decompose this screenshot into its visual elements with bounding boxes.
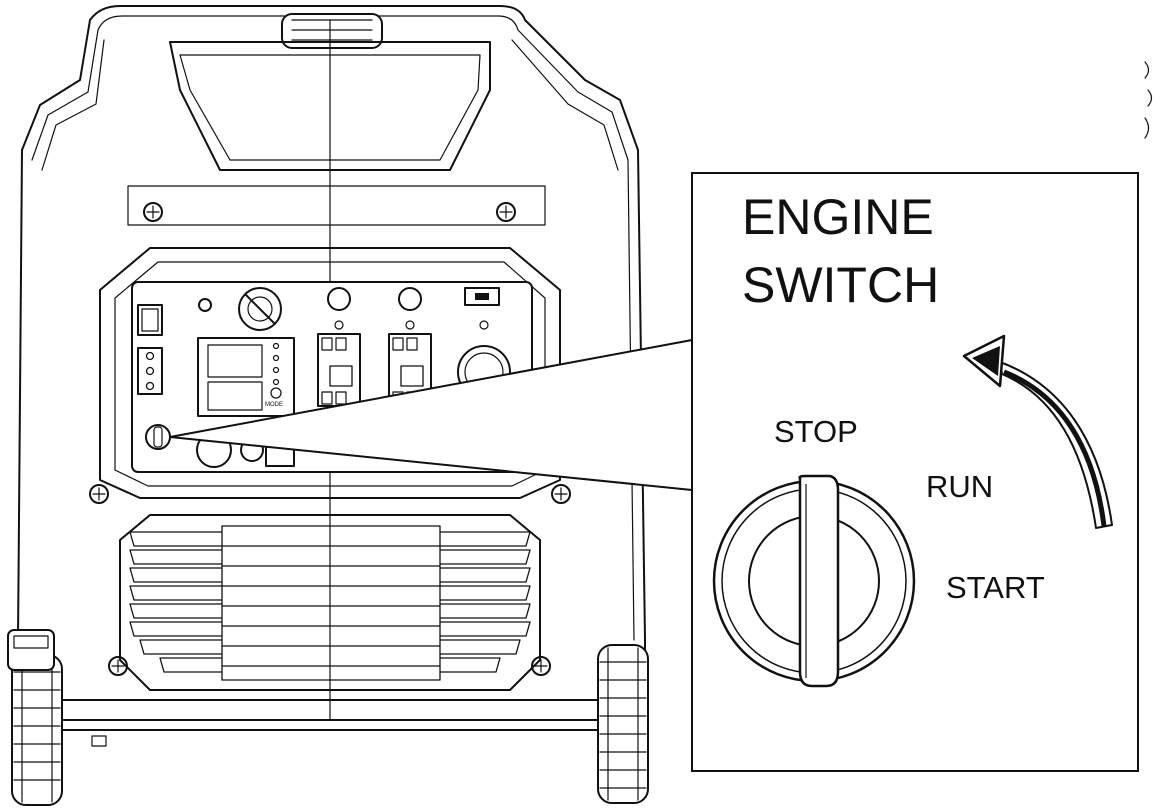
label-start: START (946, 570, 1045, 605)
callout-box (691, 172, 1139, 772)
screw-icon (143, 202, 163, 222)
left-wheel (11, 654, 63, 806)
engine-switch-callout: ENGINE SWITCH STOP RUN START (691, 172, 1139, 772)
circuit-breaker-icon (398, 287, 422, 311)
screw-icon (108, 656, 128, 676)
vent-louvers (129, 525, 531, 681)
engine-switch-knob-small (145, 424, 171, 450)
mode-label: MODE (265, 402, 283, 408)
callout-leader (169, 339, 693, 491)
screw-icon (89, 484, 109, 504)
circuit-breaker-icon (327, 287, 351, 311)
label-stop: STOP (774, 414, 858, 449)
breaker-knob-icon (238, 287, 282, 331)
generator-outer-shell (17, 5, 646, 721)
indicator-light-icon (145, 366, 155, 376)
louvered-vent (119, 514, 541, 691)
digital-display: MODE (197, 337, 295, 417)
screw-icon (551, 484, 571, 504)
control-panel-bezel (99, 247, 561, 499)
screw-icon (496, 202, 516, 222)
reset-button-icon (198, 298, 212, 312)
right-wheel (597, 644, 649, 804)
ac-outlet-icon (317, 320, 361, 407)
callout-title-line1: ENGINE (742, 189, 934, 245)
callout-title-line2: SWITCH (742, 257, 939, 313)
mode-button-icon (270, 387, 282, 399)
engine-switch-knob[interactable] (712, 474, 916, 688)
carry-handle (169, 41, 491, 171)
label-run: RUN (926, 469, 993, 504)
indicator-light-icon (145, 351, 155, 361)
screw-icon (531, 656, 551, 676)
curved-arrow-icon (962, 334, 1113, 529)
indicator-light-icon (145, 381, 155, 391)
